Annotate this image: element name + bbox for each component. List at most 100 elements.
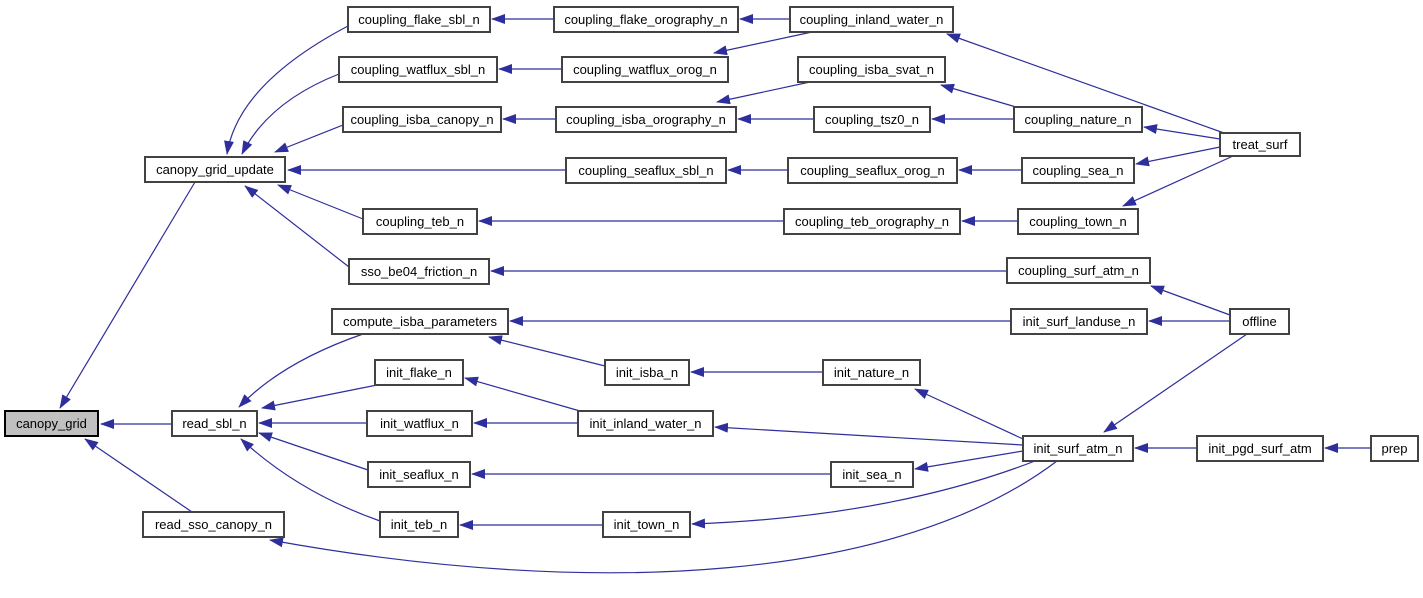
node-coupling_watflux_sbl_n[interactable]: coupling_watflux_sbl_n bbox=[338, 56, 498, 83]
node-coupling_seaflux_orog_n[interactable]: coupling_seaflux_orog_n bbox=[787, 157, 958, 184]
node-box-init_town_n[interactable] bbox=[602, 511, 691, 538]
node-box-coupling_tsz0_n[interactable] bbox=[813, 106, 931, 133]
node-label-init_sea_n: init_sea_n bbox=[842, 467, 901, 482]
node-coupling_flake_sbl_n[interactable]: coupling_flake_sbl_n bbox=[347, 6, 491, 33]
node-label-coupling_watflux_orog_n: coupling_watflux_orog_n bbox=[573, 62, 717, 77]
edge-init_surf_atm_n-to-read_sso_canopy_n bbox=[269, 460, 1058, 574]
node-box-canopy_grid[interactable] bbox=[4, 410, 99, 437]
node-box-read_sbl_n[interactable] bbox=[171, 410, 258, 437]
node-box-coupling_surf_atm_n[interactable] bbox=[1006, 257, 1151, 284]
edge-canopy_grid_update-to-canopy_grid bbox=[59, 181, 196, 409]
node-init_nature_n[interactable]: init_nature_n bbox=[822, 359, 921, 386]
node-box-init_surf_atm_n[interactable] bbox=[1022, 435, 1134, 462]
node-box-coupling_nature_n[interactable] bbox=[1013, 106, 1143, 133]
node-coupling_inland_water_n[interactable]: coupling_inland_water_n bbox=[789, 6, 954, 33]
node-box-coupling_teb_n[interactable] bbox=[362, 208, 478, 235]
node-box-init_surf_landuse_n[interactable] bbox=[1010, 308, 1148, 335]
node-sso_be04_friction_n[interactable]: sso_be04_friction_n bbox=[348, 258, 490, 285]
node-read_sso_canopy_n[interactable]: read_sso_canopy_n bbox=[142, 511, 285, 538]
node-coupling_tsz0_n[interactable]: coupling_tsz0_n bbox=[813, 106, 931, 133]
node-compute_isba_parameters[interactable]: compute_isba_parameters bbox=[331, 308, 509, 335]
node-box-prep[interactable] bbox=[1370, 435, 1419, 462]
node-coupling_isba_svat_n[interactable]: coupling_isba_svat_n bbox=[797, 56, 946, 83]
edge-init_flake_n-to-read_sbl_n bbox=[261, 384, 378, 411]
node-coupling_nature_n[interactable]: coupling_nature_n bbox=[1013, 106, 1143, 133]
node-coupling_town_n[interactable]: coupling_town_n bbox=[1017, 208, 1139, 235]
node-init_town_n[interactable]: init_town_n bbox=[602, 511, 691, 538]
node-label-sso_be04_friction_n: sso_be04_friction_n bbox=[361, 264, 477, 279]
node-label-offline: offline bbox=[1242, 314, 1276, 329]
node-coupling_teb_orography_n[interactable]: coupling_teb_orography_n bbox=[783, 208, 961, 235]
node-box-coupling_flake_orography_n[interactable] bbox=[553, 6, 739, 33]
node-treat_surf[interactable]: treat_surf bbox=[1219, 132, 1301, 157]
node-init_sea_n[interactable]: init_sea_n bbox=[830, 461, 914, 488]
node-box-offline[interactable] bbox=[1229, 308, 1290, 335]
node-box-treat_surf[interactable] bbox=[1219, 132, 1301, 157]
node-box-init_pgd_surf_atm[interactable] bbox=[1196, 435, 1324, 462]
node-label-canopy_grid: canopy_grid bbox=[16, 416, 87, 431]
node-label-coupling_isba_orography_n: coupling_isba_orography_n bbox=[566, 112, 726, 127]
node-box-init_watflux_n[interactable] bbox=[366, 410, 473, 437]
node-label-coupling_teb_n: coupling_teb_n bbox=[376, 214, 464, 229]
edge-offline-to-init_surf_atm_n bbox=[1103, 333, 1248, 433]
node-box-coupling_seaflux_sbl_n[interactable] bbox=[565, 157, 727, 184]
node-coupling_isba_orography_n[interactable]: coupling_isba_orography_n bbox=[555, 106, 737, 133]
node-box-init_flake_n[interactable] bbox=[374, 359, 464, 386]
node-coupling_sea_n[interactable]: coupling_sea_n bbox=[1021, 157, 1135, 184]
edge-init_seaflux_n-to-read_sbl_n bbox=[258, 432, 369, 471]
node-init_surf_atm_n[interactable]: init_surf_atm_n bbox=[1022, 435, 1134, 462]
node-box-init_seaflux_n[interactable] bbox=[367, 461, 471, 488]
node-box-coupling_watflux_sbl_n[interactable] bbox=[338, 56, 498, 83]
node-box-init_inland_water_n[interactable] bbox=[577, 410, 714, 437]
node-box-coupling_flake_sbl_n[interactable] bbox=[347, 6, 491, 33]
edge-init_surf_atm_n-to-init_town_n bbox=[691, 460, 1036, 529]
node-box-sso_be04_friction_n[interactable] bbox=[348, 258, 490, 285]
node-offline[interactable]: offline bbox=[1229, 308, 1290, 335]
node-init_isba_n[interactable]: init_isba_n bbox=[604, 359, 690, 386]
node-prep[interactable]: prep bbox=[1370, 435, 1419, 462]
node-box-coupling_sea_n[interactable] bbox=[1021, 157, 1135, 184]
node-box-coupling_isba_orography_n[interactable] bbox=[555, 106, 737, 133]
node-init_watflux_n[interactable]: init_watflux_n bbox=[366, 410, 473, 437]
edge-coupling_flake_sbl_n-to-canopy_grid_update bbox=[224, 25, 349, 155]
node-box-read_sso_canopy_n[interactable] bbox=[142, 511, 285, 538]
node-label-coupling_sea_n: coupling_sea_n bbox=[1032, 163, 1123, 178]
node-label-coupling_inland_water_n: coupling_inland_water_n bbox=[800, 12, 944, 27]
node-box-init_nature_n[interactable] bbox=[822, 359, 921, 386]
node-box-coupling_teb_orography_n[interactable] bbox=[783, 208, 961, 235]
node-box-coupling_isba_svat_n[interactable] bbox=[797, 56, 946, 83]
node-box-init_sea_n[interactable] bbox=[830, 461, 914, 488]
node-label-init_nature_n: init_nature_n bbox=[834, 365, 909, 380]
node-coupling_surf_atm_n[interactable]: coupling_surf_atm_n bbox=[1006, 257, 1151, 284]
node-canopy_grid_update[interactable]: canopy_grid_update bbox=[144, 156, 286, 183]
node-init_seaflux_n[interactable]: init_seaflux_n bbox=[367, 461, 471, 488]
node-init_inland_water_n[interactable]: init_inland_water_n bbox=[577, 410, 714, 437]
node-box-coupling_watflux_orog_n[interactable] bbox=[561, 56, 729, 83]
node-coupling_seaflux_sbl_n[interactable]: coupling_seaflux_sbl_n bbox=[565, 157, 727, 184]
node-coupling_watflux_orog_n[interactable]: coupling_watflux_orog_n bbox=[561, 56, 729, 83]
node-box-coupling_seaflux_orog_n[interactable] bbox=[787, 157, 958, 184]
node-box-coupling_inland_water_n[interactable] bbox=[789, 6, 954, 33]
node-canopy_grid[interactable]: canopy_grid bbox=[4, 410, 99, 437]
node-label-treat_surf: treat_surf bbox=[1233, 137, 1288, 152]
node-coupling_teb_n[interactable]: coupling_teb_n bbox=[362, 208, 478, 235]
edge-treat_surf-to-coupling_nature_n bbox=[1143, 124, 1221, 140]
node-box-coupling_isba_canopy_n[interactable] bbox=[342, 106, 502, 133]
node-box-init_teb_n[interactable] bbox=[379, 511, 459, 538]
node-box-init_isba_n[interactable] bbox=[604, 359, 690, 386]
node-box-compute_isba_parameters[interactable] bbox=[331, 308, 509, 335]
node-box-canopy_grid_update[interactable] bbox=[144, 156, 286, 183]
edge-coupling_nature_n-to-coupling_isba_svat_n bbox=[940, 83, 1017, 108]
node-init_flake_n[interactable]: init_flake_n bbox=[374, 359, 464, 386]
node-init_pgd_surf_atm[interactable]: init_pgd_surf_atm bbox=[1196, 435, 1324, 462]
node-read_sbl_n[interactable]: read_sbl_n bbox=[171, 410, 258, 437]
node-box-coupling_town_n[interactable] bbox=[1017, 208, 1139, 235]
node-init_surf_landuse_n[interactable]: init_surf_landuse_n bbox=[1010, 308, 1148, 335]
node-coupling_isba_canopy_n[interactable]: coupling_isba_canopy_n bbox=[342, 106, 502, 133]
node-init_teb_n[interactable]: init_teb_n bbox=[379, 511, 459, 538]
edge-sso_be04_friction_n-to-canopy_grid_update bbox=[244, 185, 350, 268]
edge-treat_surf-to-coupling_town_n bbox=[1122, 155, 1234, 207]
node-label-init_town_n: init_town_n bbox=[614, 517, 680, 532]
node-coupling_flake_orography_n[interactable]: coupling_flake_orography_n bbox=[553, 6, 739, 33]
